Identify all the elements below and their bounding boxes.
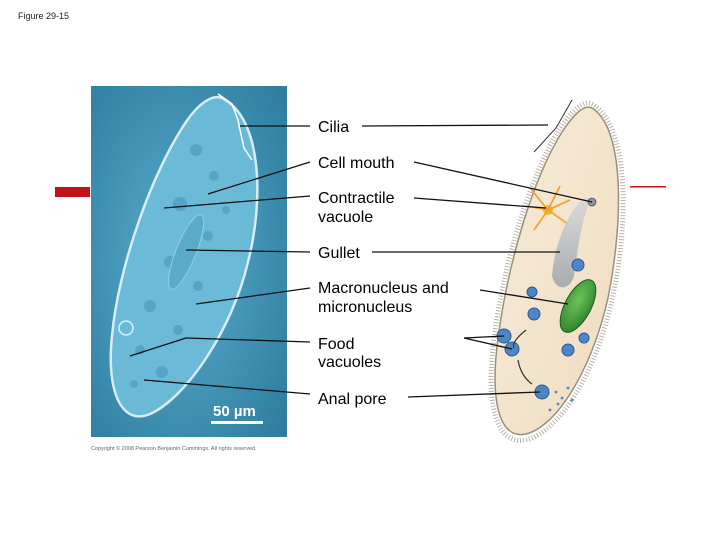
macronucleus-icon: [559, 279, 597, 333]
figure-label: Figure 29-15: [18, 11, 69, 21]
vacuole-flow-arrow-1: [512, 329, 527, 349]
label-contractile-line1: Contractile: [318, 190, 395, 207]
label-cell-mouth: Cell mouth: [318, 155, 394, 172]
scale-bar-line: [211, 421, 263, 424]
cilia-bracket-left: [217, 93, 253, 161]
anal-pore-waste-dots: [548, 386, 574, 412]
label-food-vacuoles-line2: vacuoles: [318, 354, 381, 371]
label-contractile-line2: vacuole: [318, 209, 373, 226]
label-anal-pore: Anal pore: [318, 391, 387, 408]
micrograph-panel: 50 µm: [91, 86, 287, 437]
label-macronucleus-line1: Macronucleus and: [318, 280, 449, 297]
label-food-vacuoles-line1: Food: [318, 336, 354, 353]
illustration-panel: [482, 86, 630, 457]
label-cilia: Cilia: [318, 119, 349, 136]
label-gullet: Gullet: [318, 245, 360, 262]
accent-bar-left: [55, 187, 90, 197]
cilia-bracket-right: [533, 99, 573, 153]
gullet-shape: [552, 198, 592, 288]
contractile-vacuole-icon: [525, 185, 571, 231]
accent-line-right: [630, 186, 666, 188]
leader-lines: [129, 124, 593, 398]
micrograph-oral-groove: [167, 214, 205, 290]
label-macronucleus-line2: micronucleus: [318, 299, 412, 316]
copyright-notice: Copyright © 2008 Pearson Benjamin Cummin…: [91, 445, 257, 452]
vacuole-flow-arrow-2: [517, 359, 533, 385]
scale-bar-label: 50 µm: [213, 403, 256, 420]
micrograph-vacuole: [118, 320, 134, 336]
illustration-cilia-fringe: [488, 100, 626, 443]
structure-labels: Cilia Cell mouth Contractile vacuole Gul…: [318, 119, 449, 408]
